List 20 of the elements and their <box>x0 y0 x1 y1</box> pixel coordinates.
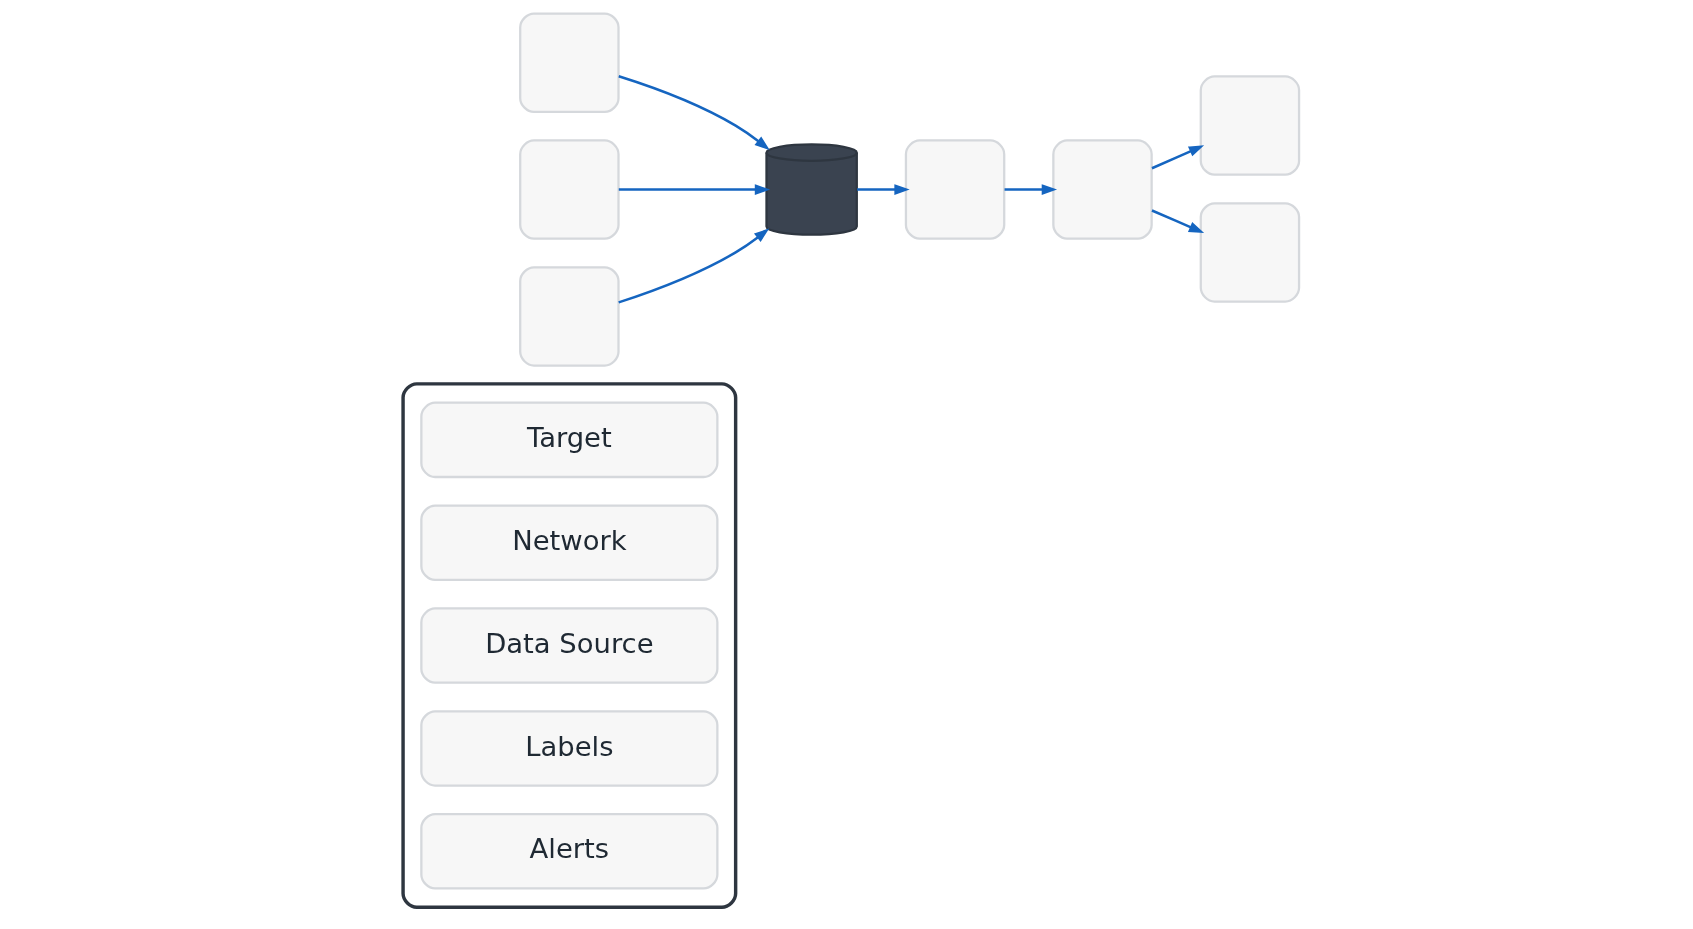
node-box <box>519 138 620 240</box>
arrow <box>618 227 770 304</box>
arrow <box>857 183 910 195</box>
node-box: Labels <box>420 709 719 787</box>
arrow <box>1004 183 1058 195</box>
node-box: Target <box>420 401 719 478</box>
arrow <box>618 74 770 150</box>
node-box: Network <box>420 503 719 581</box>
node-box: Alerts <box>420 812 719 890</box>
arrow <box>618 183 771 195</box>
node-box: Data Source <box>420 606 719 684</box>
arrow <box>1151 208 1205 233</box>
node-box <box>1199 74 1301 176</box>
node-box <box>904 138 1006 240</box>
node-box <box>519 11 620 113</box>
node-box <box>1052 138 1153 240</box>
cluster <box>401 381 738 909</box>
node-box <box>1199 201 1301 303</box>
arrow <box>1151 144 1205 169</box>
node-box <box>519 265 620 367</box>
